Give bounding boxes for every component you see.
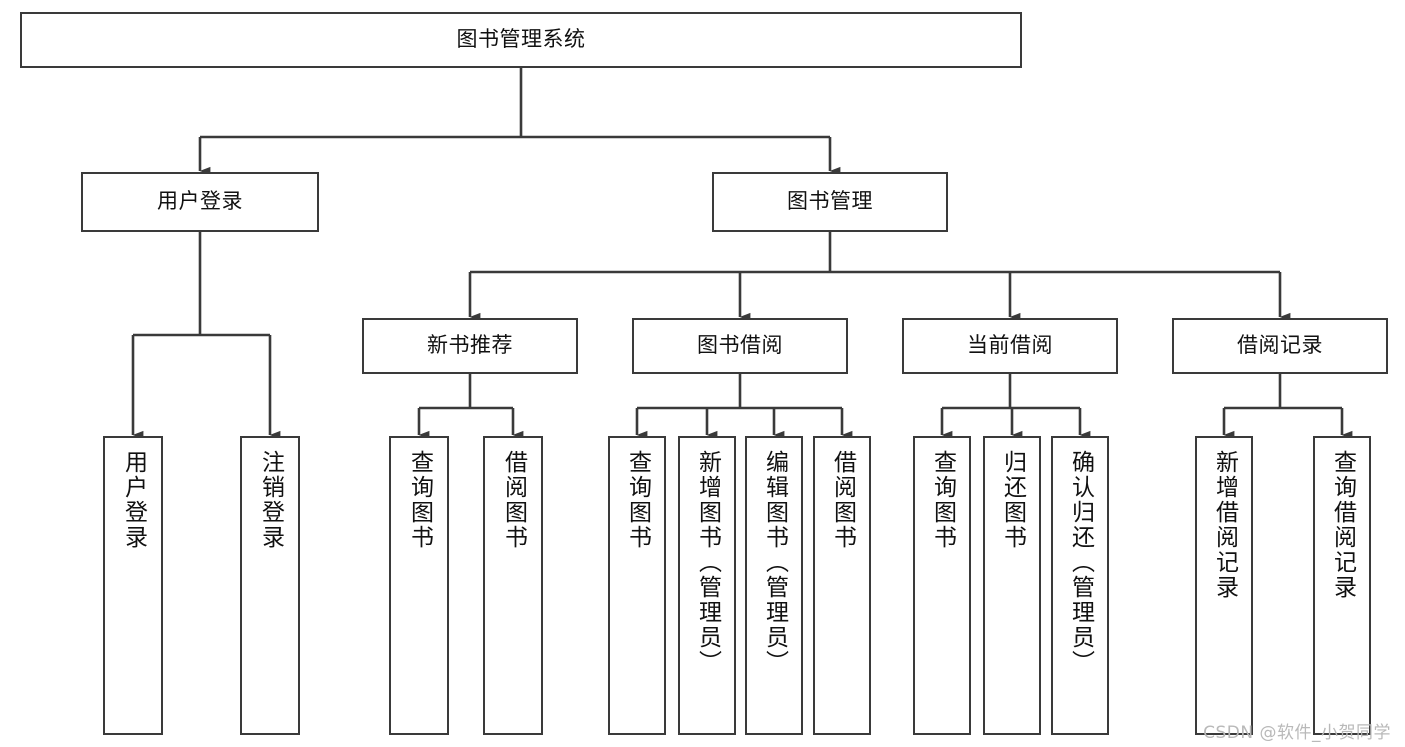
node-newbook: 新书推荐 <box>362 318 578 374</box>
node-label: 图书借阅 <box>697 333 783 358</box>
node-leaf-borrow-1: 查询图书 <box>608 436 666 735</box>
node-leaf-cur-2: 归还图书 <box>983 436 1041 735</box>
node-label: 查询图书 <box>929 450 956 550</box>
node-leaf-login-2: 注销登录 <box>240 436 300 735</box>
node-leaf-cur-3: 确认归还（管理员） <box>1051 436 1109 735</box>
node-label: 借阅图书 <box>500 450 527 550</box>
node-label: 新增图书（管理员） <box>694 450 721 675</box>
node-label: 新书推荐 <box>427 333 513 358</box>
node-leaf-borrow-2: 新增图书（管理员） <box>678 436 736 735</box>
node-label: 图书管理系统 <box>456 27 586 52</box>
node-label: 用户登录 <box>120 450 147 550</box>
node-label: 确认归还（管理员） <box>1067 450 1094 675</box>
node-label: 借阅记录 <box>1237 333 1323 358</box>
node-records: 借阅记录 <box>1172 318 1388 374</box>
node-label: 归还图书 <box>999 450 1026 550</box>
node-leaf-rec-2: 查询借阅记录 <box>1313 436 1371 735</box>
node-label: 编辑图书（管理员） <box>761 450 788 675</box>
node-label: 查询借阅记录 <box>1329 450 1356 600</box>
node-label: 查询图书 <box>406 450 433 550</box>
node-leaf-new-2: 借阅图书 <box>483 436 543 735</box>
node-label: 注销登录 <box>257 450 284 550</box>
node-leaf-cur-1: 查询图书 <box>913 436 971 735</box>
node-leaf-rec-1: 新增借阅记录 <box>1195 436 1253 735</box>
node-current: 当前借阅 <box>902 318 1118 374</box>
node-label: 查询图书 <box>624 450 651 550</box>
node-leaf-new-1: 查询图书 <box>389 436 449 735</box>
node-label: 新增借阅记录 <box>1211 450 1238 600</box>
csdn-watermark: CSDN @软件_小贺同学 <box>1203 723 1391 743</box>
node-leaf-borrow-4: 借阅图书 <box>813 436 871 735</box>
node-login: 用户登录 <box>81 172 319 232</box>
node-label: 借阅图书 <box>829 450 856 550</box>
node-leaf-borrow-3: 编辑图书（管理员） <box>745 436 803 735</box>
node-bookmgmt: 图书管理 <box>712 172 948 232</box>
node-label: 图书管理 <box>787 189 873 214</box>
node-borrow: 图书借阅 <box>632 318 848 374</box>
node-root: 图书管理系统 <box>20 12 1022 68</box>
node-label: 当前借阅 <box>967 333 1053 358</box>
node-label: 用户登录 <box>157 189 243 214</box>
node-leaf-login-1: 用户登录 <box>103 436 163 735</box>
